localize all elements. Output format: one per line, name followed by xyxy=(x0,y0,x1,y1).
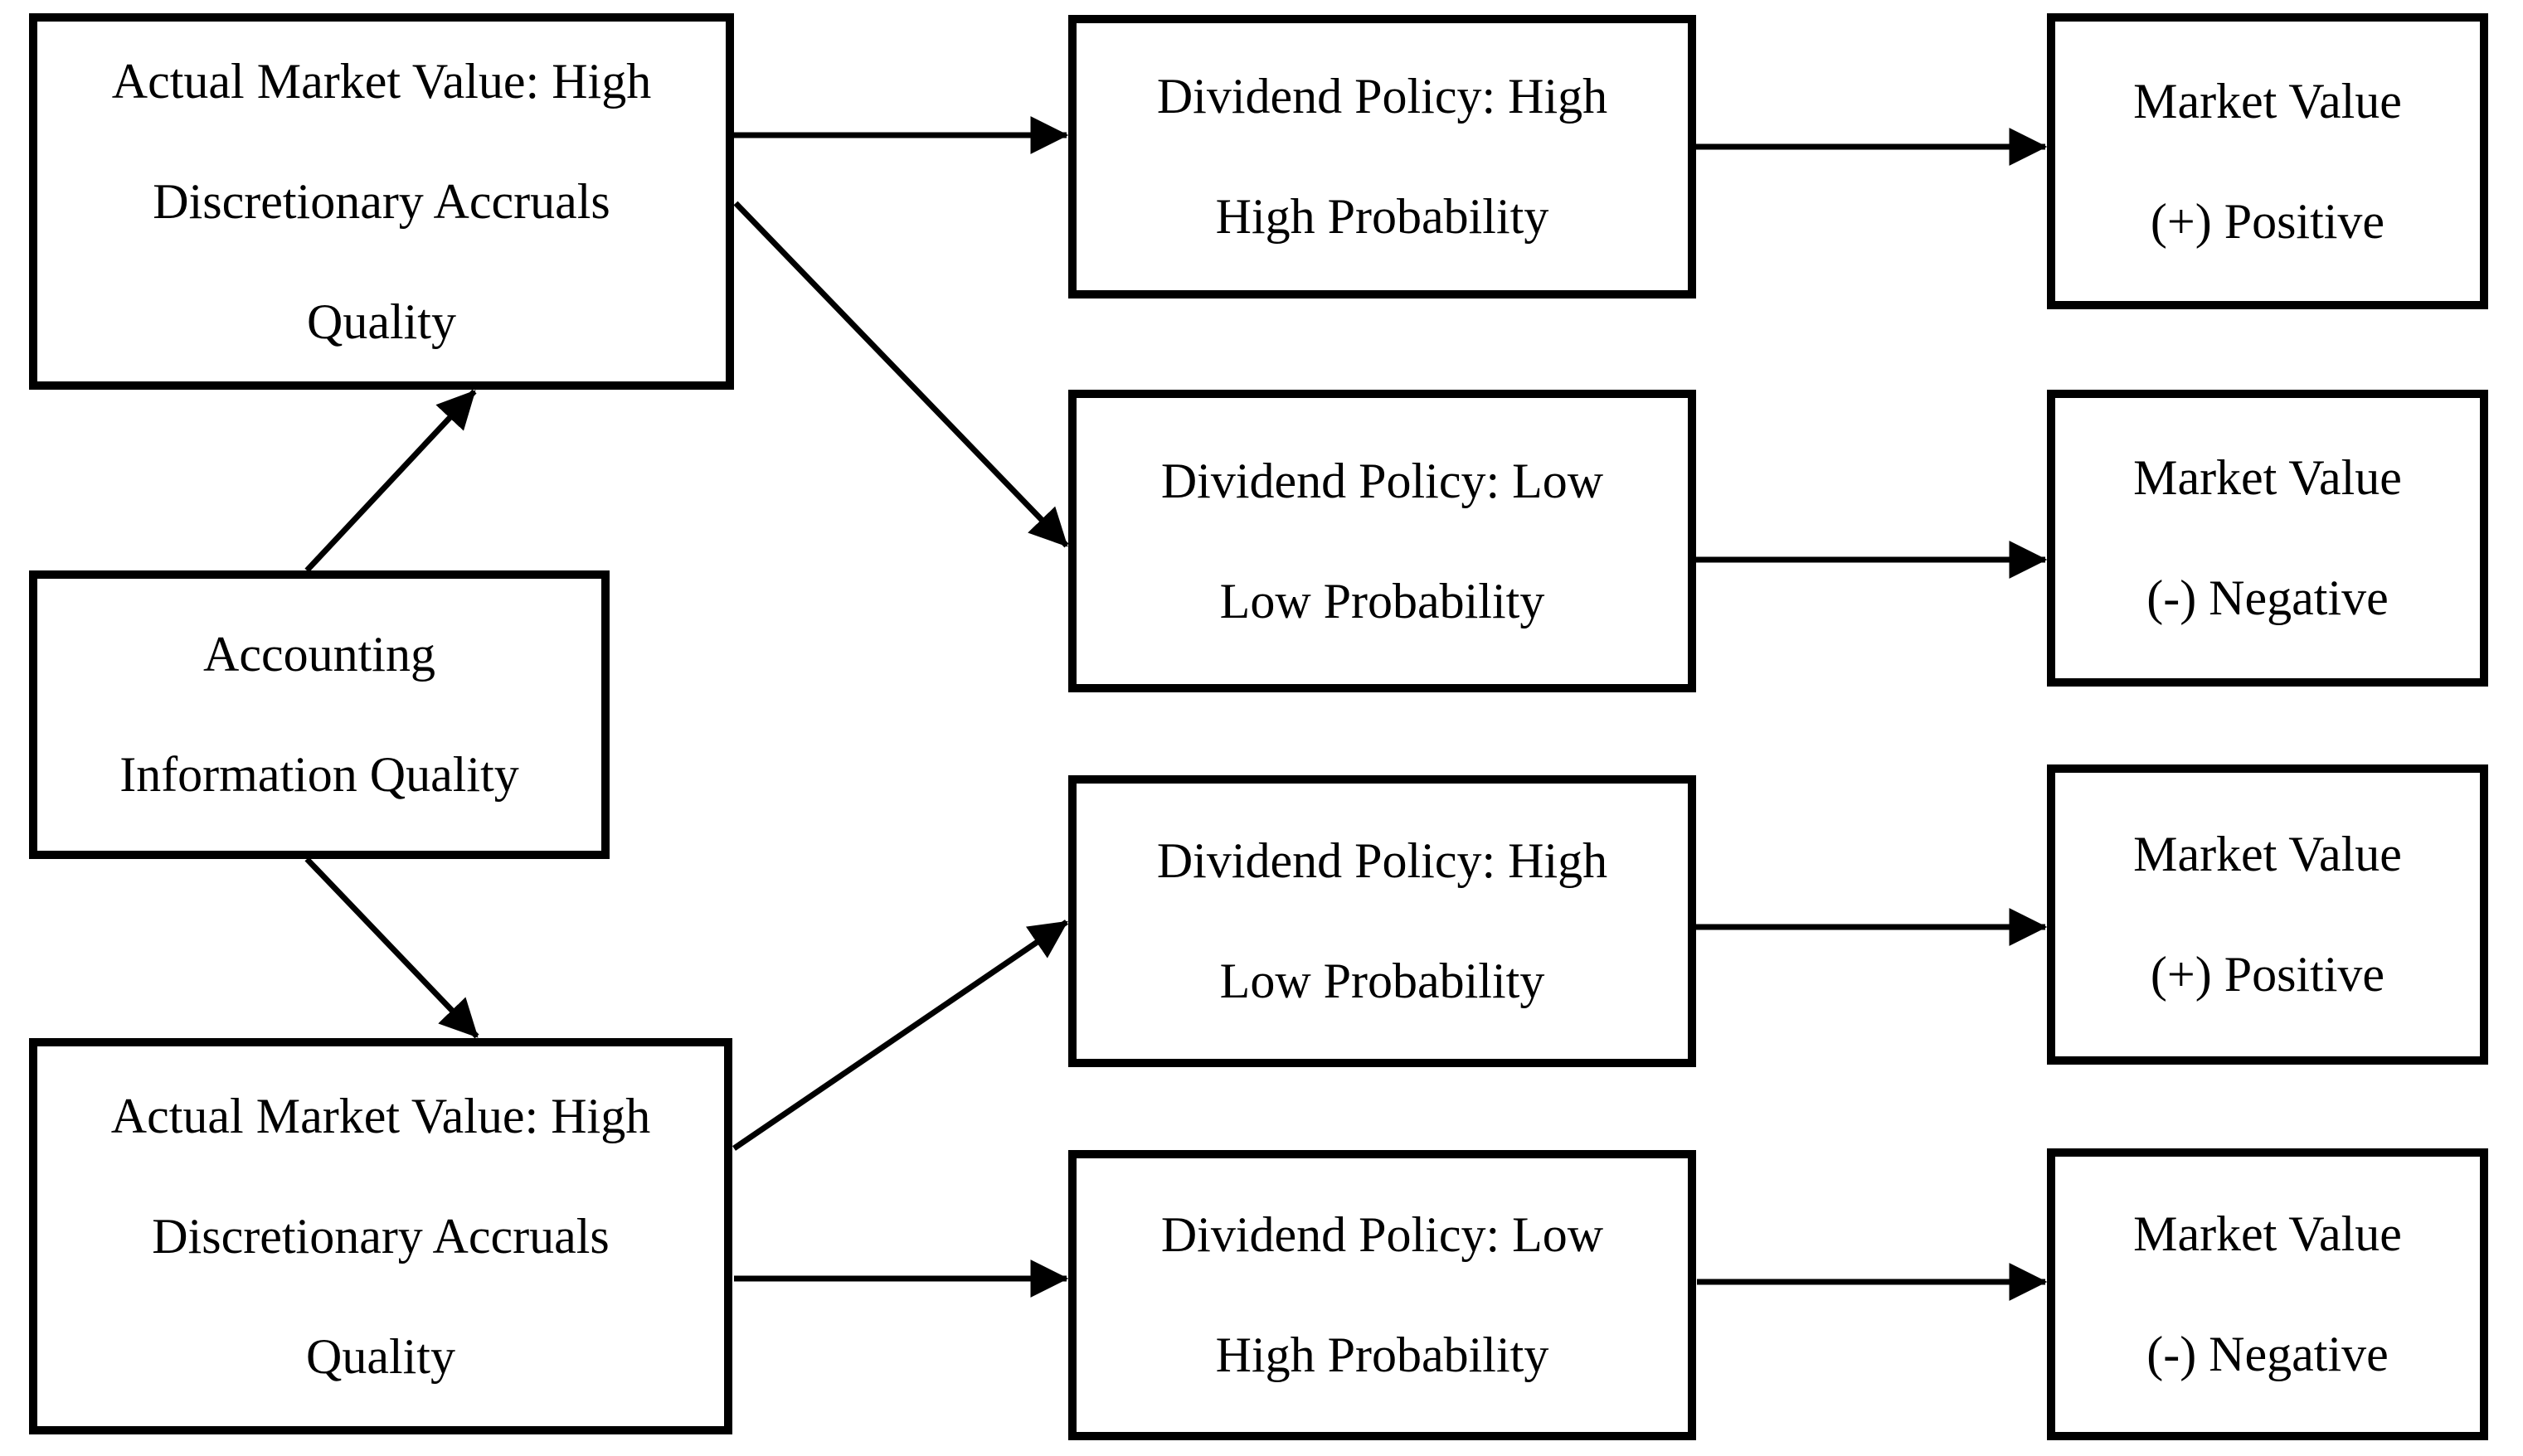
box-line: Market Value xyxy=(2133,450,2402,505)
box-line: High Probability xyxy=(1215,189,1549,244)
box-line: Dividend Policy: High xyxy=(1156,833,1608,888)
box-line: (-) Negative xyxy=(2146,1327,2389,1381)
box-market-value-negative-1: Market Value (-) Negative xyxy=(2047,390,2488,687)
box-line: Accounting xyxy=(203,627,435,682)
box-line: Actual Market Value: High xyxy=(110,1088,651,1143)
box-line: Discretionary Accruals xyxy=(152,1208,610,1264)
box-line: Actual Market Value: High xyxy=(111,53,652,109)
box-line: Information Quality xyxy=(119,747,519,802)
box-line: Quality xyxy=(307,294,456,349)
box-line: Low Probability xyxy=(1219,954,1545,1008)
box-line: (+) Positive xyxy=(2150,193,2385,249)
box-line: Low Probability xyxy=(1219,573,1545,629)
box-line: Dividend Policy: Low xyxy=(1160,1207,1604,1262)
box-line: Quality xyxy=(306,1328,455,1384)
box-market-value-positive-2: Market Value (+) Positive xyxy=(2047,764,2488,1065)
box-market-value-negative-2: Market Value (-) Negative xyxy=(2047,1148,2488,1440)
box-line: Market Value xyxy=(2133,1206,2402,1261)
box-line: Discretionary Accruals xyxy=(153,173,610,229)
box-line: High Probability xyxy=(1215,1327,1549,1382)
arrow-actual-market-value-high-bottom-to-dividend-policy-high-low xyxy=(732,920,1068,1151)
box-line: (+) Positive xyxy=(2150,947,2385,1002)
box-line: Market Value xyxy=(2133,827,2402,881)
box-line: (-) Negative xyxy=(2146,570,2389,625)
box-market-value-positive-1: Market Value (+) Positive xyxy=(2047,13,2488,309)
arrow-actual-market-value-high-top-to-dividend-policy-low-low xyxy=(733,201,1069,548)
box-line: Dividend Policy: High xyxy=(1156,69,1608,124)
box-line: Market Value xyxy=(2133,73,2402,129)
arrow-accounting-information-quality-to-actual-market-value-high-bottom xyxy=(304,857,479,1039)
box-line: Dividend Policy: Low xyxy=(1160,453,1604,508)
arrow-accounting-information-quality-to-actual-market-value-high-top xyxy=(304,389,477,573)
